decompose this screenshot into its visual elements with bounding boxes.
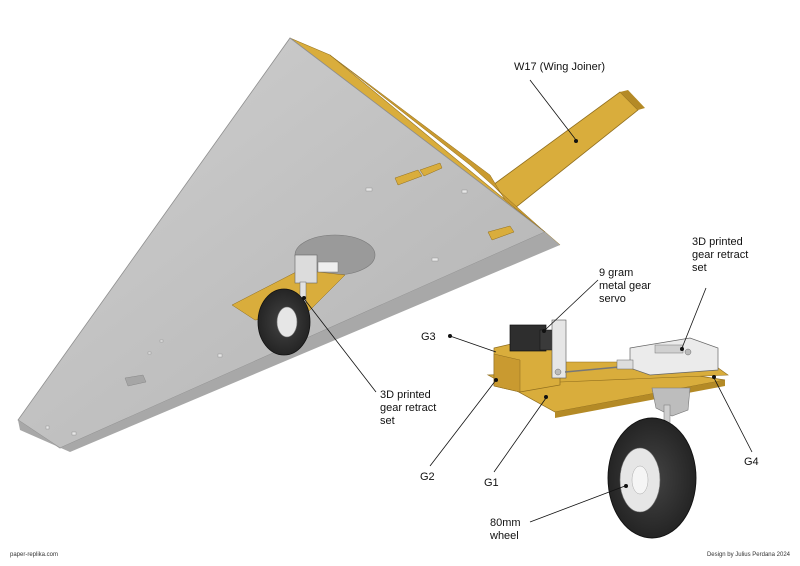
servo-9g	[509, 319, 567, 379]
wing-trailing-edge	[18, 232, 560, 452]
wing-assembly	[17, 37, 645, 452]
wing-slot	[147, 351, 152, 355]
wheel-80mm	[607, 417, 697, 539]
wing-joiner-w17	[492, 91, 639, 209]
label-retract-wing: 3D printed gear retract set	[380, 389, 439, 427]
wing-slot	[365, 187, 373, 192]
wing-slot	[45, 425, 50, 430]
wing-hatch	[487, 225, 515, 241]
wing-hatch	[124, 374, 147, 387]
label-g1: G1	[484, 477, 499, 489]
leader-lines	[302, 79, 753, 523]
wing-slot	[217, 353, 223, 358]
wing-hatch	[394, 169, 423, 186]
label-wing-joiner: W17 (Wing Joiner)	[514, 61, 605, 73]
label-wheel: 80mm wheel	[489, 517, 524, 542]
wing-slot	[159, 339, 164, 343]
wing-wheel	[257, 288, 311, 356]
retract-mechanism	[616, 337, 719, 376]
label-servo: 9 gram metal gear servo	[599, 267, 654, 305]
label-g4: G4	[744, 456, 759, 468]
part-g2-front	[493, 353, 521, 393]
wing-underside	[17, 37, 546, 449]
label-retract-detail: 3D printed gear retract set	[692, 236, 751, 274]
wing-joiner-top	[620, 90, 645, 110]
wing-hatch	[419, 162, 443, 177]
footer-credit: Design by Julius Perdana 2024	[707, 552, 791, 558]
label-g2: G2	[420, 471, 435, 483]
wing-slot	[71, 431, 77, 436]
wing-slot	[431, 257, 439, 262]
wing-slot	[461, 189, 468, 194]
wing-root-rib	[329, 54, 546, 233]
footer-site: paper-replika.com	[10, 552, 58, 558]
gear-retract-detail	[486, 319, 729, 539]
label-g3: G3	[421, 331, 436, 343]
